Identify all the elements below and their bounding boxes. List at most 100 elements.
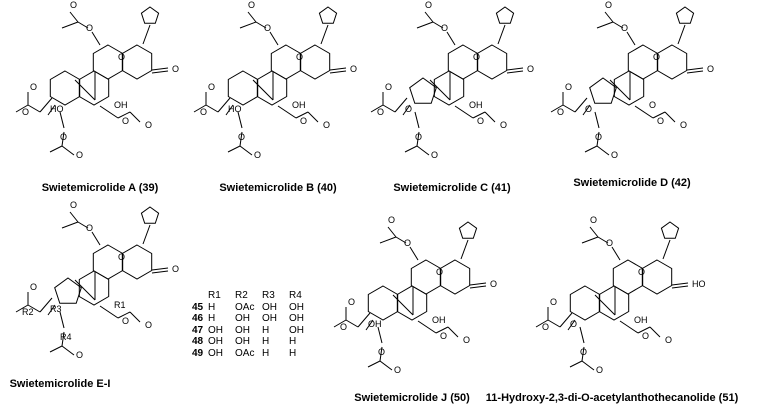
atom-label: OH [634, 315, 648, 325]
furan-ring [318, 6, 338, 24]
bond [581, 346, 585, 362]
bond [227, 145, 241, 153]
atom-label: O [436, 267, 443, 277]
bond [506, 70, 524, 74]
atom-label: O [348, 297, 355, 307]
bond [61, 21, 79, 29]
atom-label: O [580, 347, 587, 357]
ring-b [78, 70, 110, 106]
bond [506, 67, 524, 71]
bond [239, 21, 257, 29]
bond [61, 221, 79, 229]
substituent-value: OH [289, 301, 304, 313]
bond [395, 236, 407, 244]
substituent-value: OH [289, 313, 304, 324]
bond [151, 267, 169, 271]
lactone-ring [641, 259, 673, 295]
bond [329, 67, 347, 71]
atom-label: O [473, 52, 480, 62]
atom-label: O [30, 82, 37, 92]
caption-swietemicrolide-e-i: Swietemicrolide E-I [9, 378, 111, 390]
atom-label: O [208, 82, 215, 92]
bond [497, 24, 506, 45]
lactone-ring [439, 259, 471, 295]
bond [357, 312, 371, 328]
bond [255, 21, 267, 29]
bond [594, 111, 600, 129]
bond [562, 104, 576, 113]
bond [402, 104, 411, 116]
caption-swietemicrolide-c: Swietemicrolide C (41) [393, 182, 511, 194]
atom-label: O [145, 120, 152, 130]
atom-label: O [425, 0, 432, 10]
atom-label: O [665, 335, 672, 345]
atom-label: OH [368, 319, 382, 329]
bond [365, 319, 374, 331]
ring-b [396, 285, 428, 321]
ring-a-cyclopentane [409, 77, 437, 104]
compound-number: 47 [192, 324, 204, 336]
substituent-value: OH [235, 336, 250, 347]
atom-label: O [642, 331, 649, 341]
atom-label: O [441, 23, 448, 33]
bond [49, 145, 63, 153]
atom-label: O [145, 320, 152, 330]
ring-b [78, 270, 110, 306]
bond [671, 285, 689, 289]
bond [379, 236, 397, 244]
bond [392, 294, 414, 316]
bond [432, 21, 444, 29]
substituent-value: H [208, 313, 216, 324]
compound-number: 46 [192, 313, 204, 324]
bond [594, 294, 616, 316]
bond [581, 236, 599, 244]
atom-label: O [248, 0, 255, 10]
bond [99, 105, 119, 119]
atom-label: O [657, 116, 664, 126]
atom-label: O [557, 107, 564, 117]
bond [596, 21, 614, 29]
bond [686, 67, 704, 71]
bond [379, 346, 383, 362]
atom-label: R1 [114, 300, 126, 310]
atom-label: O [300, 116, 307, 126]
bond [686, 70, 704, 74]
bond [77, 221, 89, 229]
substituent-value: H [289, 347, 297, 359]
atom-label: R4 [60, 332, 72, 342]
atom-label: O [76, 150, 83, 160]
bond [574, 97, 588, 113]
bond [611, 246, 621, 261]
bond [582, 104, 591, 116]
atom-label: O [404, 238, 411, 248]
ring-c [447, 44, 479, 80]
bond [252, 79, 274, 101]
bond [27, 304, 41, 313]
bond [59, 311, 65, 329]
bond [626, 31, 636, 46]
bond [382, 104, 396, 113]
atom-label: O [22, 107, 29, 117]
atom-label: OH [469, 100, 483, 110]
bond [237, 111, 243, 129]
bond [472, 111, 486, 119]
atom-label: O [118, 52, 125, 62]
substituent-value: OH [235, 313, 250, 324]
bond [404, 145, 418, 153]
atom-label: O [118, 252, 125, 262]
atom-label: R2 [22, 307, 34, 317]
atom-label: O [463, 335, 470, 345]
bond [117, 311, 131, 319]
bond [424, 11, 434, 23]
atom-label: OH [114, 100, 128, 110]
compound-number: 48 [192, 336, 204, 347]
bond [377, 326, 383, 344]
bond [416, 145, 430, 156]
bond [129, 111, 141, 123]
bond [193, 104, 207, 113]
bond [142, 24, 151, 45]
